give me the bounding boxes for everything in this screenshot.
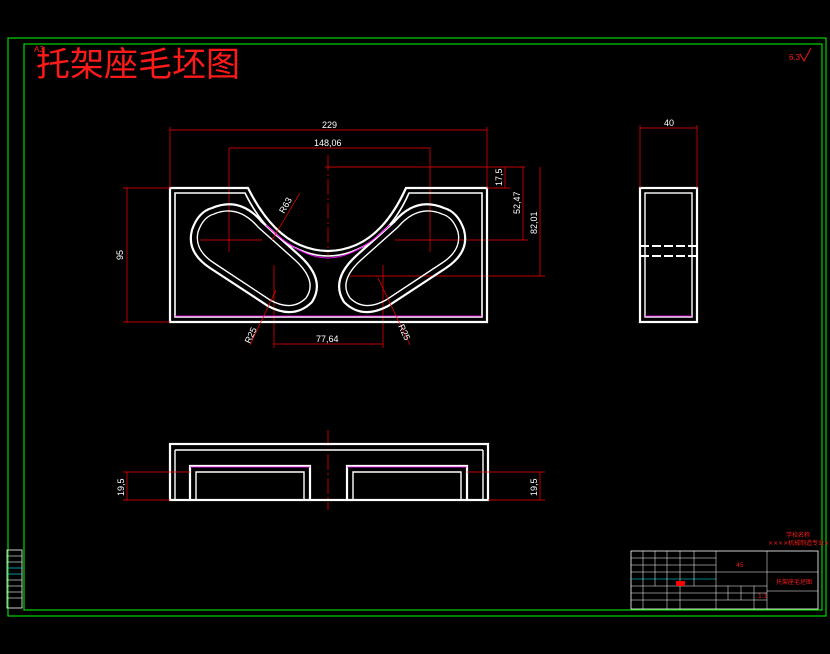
outer-frame <box>7 37 827 617</box>
drawing-title: 托架座毛坯图 <box>36 45 240 85</box>
dim-radius-right: R25 <box>396 323 412 342</box>
dim-slot-span: 77,64 <box>316 334 339 344</box>
corner-tag: A3 <box>34 45 44 54</box>
dim-base-right: 19,5 <box>529 478 539 496</box>
school-line-1: 学校名称 <box>786 531 810 539</box>
front-view: 229 148,06 95 17,5 52,47 82,01 R63 R25 R… <box>115 120 545 348</box>
dim-overall-width: 229 <box>322 120 337 130</box>
dim-radius-left: R25 <box>243 326 259 345</box>
inner-frame <box>23 43 823 611</box>
dim-top-offset: 17,5 <box>494 168 504 186</box>
margin-strip <box>6 549 23 609</box>
top-view: 19,5 19,5 <box>116 430 545 510</box>
dim-center-span: 148,06 <box>314 138 342 148</box>
material-field: 45 <box>736 562 744 569</box>
title-block: 学校名称 ××××机械制造专业×××××× 45 托架座毛坯图 1:1 <box>630 531 830 610</box>
dim-base-left: 19,5 <box>116 478 126 496</box>
dim-depth-1: 52,47 <box>512 191 522 214</box>
dim-arc-radius: R63 <box>277 196 294 215</box>
drawing-name-field: 托架座毛坯图 <box>776 578 812 586</box>
scale-field: 1:1 <box>758 593 768 600</box>
side-view: 40 <box>638 118 699 324</box>
dim-side-width: 40 <box>664 118 674 128</box>
dim-depth-2: 82,01 <box>529 211 539 234</box>
dim-height: 95 <box>115 250 125 260</box>
svg-text:6.3: 6.3 <box>789 53 801 62</box>
school-line-2: ××××机械制造专业×××××× <box>768 539 830 547</box>
roughness-mark: 6.3 <box>789 47 812 62</box>
